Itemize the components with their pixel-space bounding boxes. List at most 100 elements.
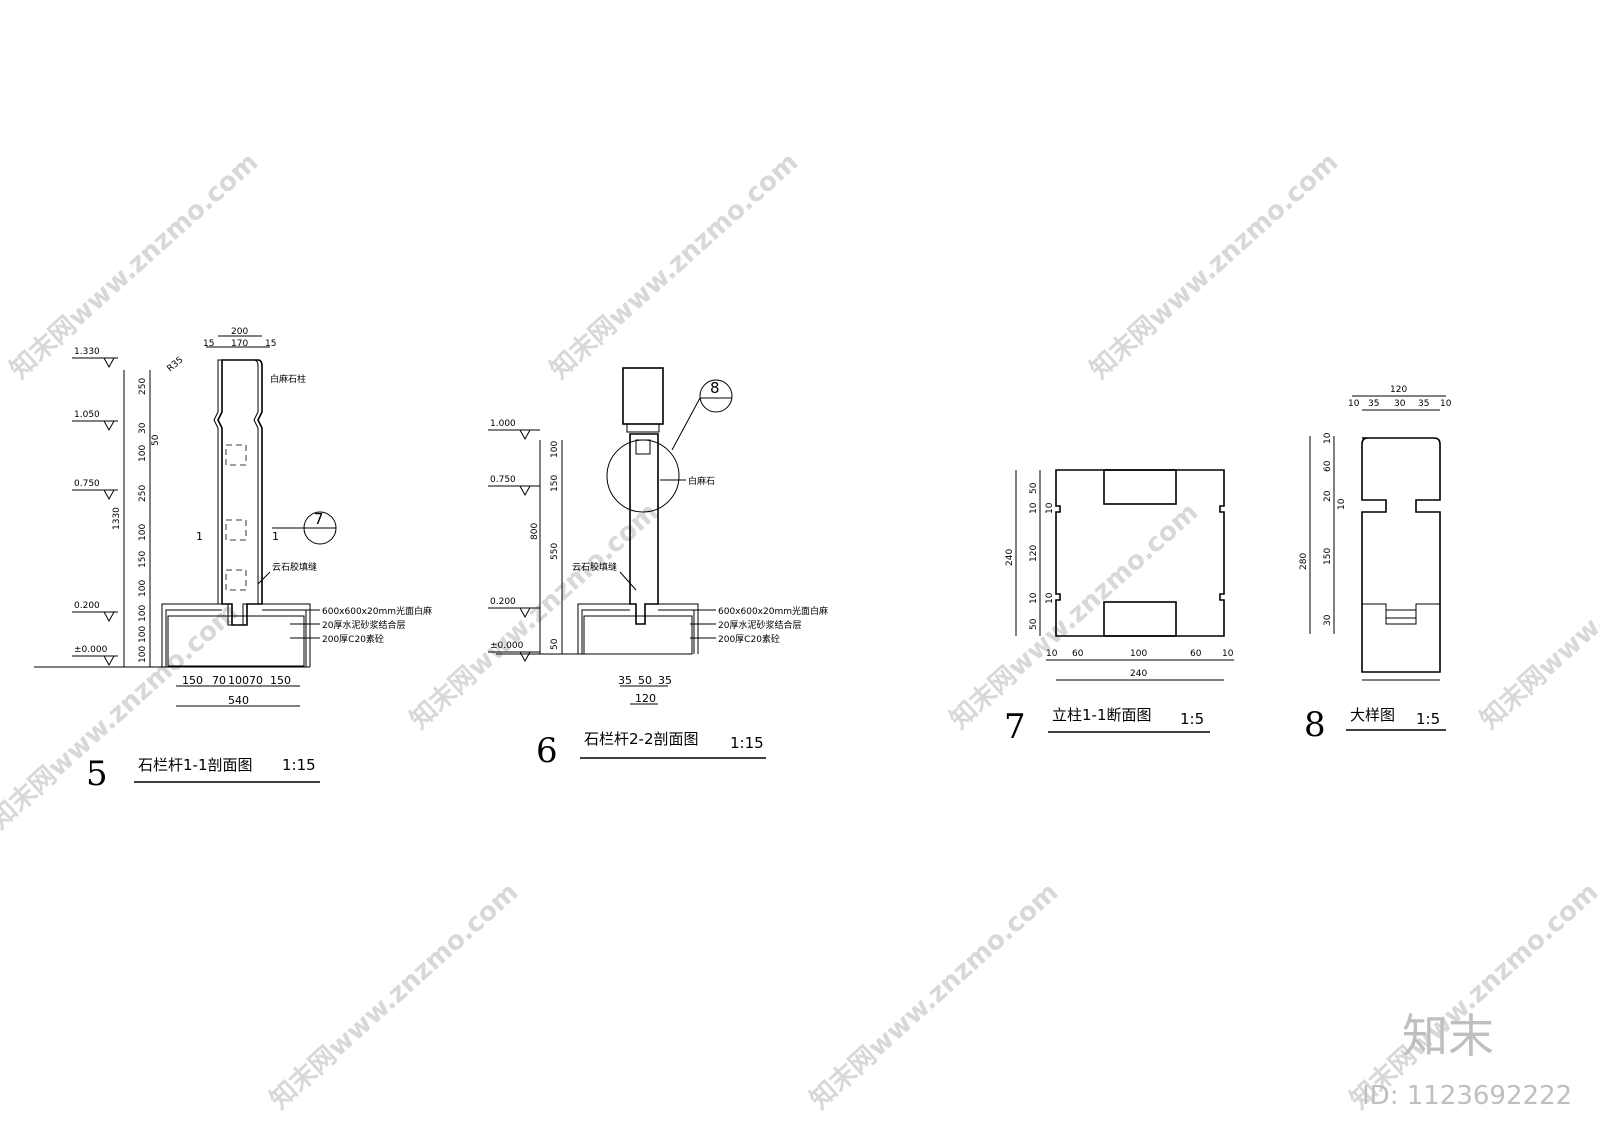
- dim-label: 100: [138, 580, 148, 597]
- dim-label: 100: [138, 445, 148, 462]
- dim-label: 10: [1046, 649, 1058, 659]
- carved-cap: [622, 367, 664, 425]
- dim-label: 50: [1029, 618, 1039, 630]
- dim-label: 10: [1045, 592, 1055, 604]
- watermark: 知末网www.znzmo.com: [545, 147, 805, 385]
- dim-label: 50: [151, 434, 161, 446]
- detail-5: 1.330 1.050 0.750 0.200 ±0.000 250 30 50…: [34, 327, 432, 794]
- section-mark: 1: [196, 530, 203, 543]
- concrete-base: [583, 615, 693, 655]
- level-markers: 1.330 1.050 0.750 0.200 ±0.000: [72, 347, 118, 667]
- dim-label: 150: [550, 475, 560, 492]
- top-dim: 35: [1368, 399, 1379, 409]
- detail-title: 石栏杆1-1剖面图: [138, 756, 253, 774]
- dim-label: 60: [1323, 460, 1333, 472]
- total-width: 240: [1130, 669, 1147, 679]
- level-label: 0.750: [490, 475, 516, 485]
- bottom-dim: 70: [249, 674, 263, 687]
- dim-label: 30: [1323, 614, 1333, 626]
- label-joint: 云石胶填缝: [572, 561, 617, 573]
- top-dim-overall: 200: [231, 327, 248, 337]
- bottom-dim: 70: [212, 674, 226, 687]
- vertical-dimensions: 250 30 50 100 250 100 150 100 100 100 10…: [112, 378, 161, 663]
- dim-label: 10: [1323, 432, 1333, 444]
- rail-socket: [225, 569, 247, 591]
- dim-label: 20: [1323, 490, 1333, 502]
- post-section: [1055, 469, 1225, 637]
- level-label: ±0.000: [490, 641, 524, 651]
- callout-circle: [699, 379, 733, 413]
- level-label: 1.000: [490, 419, 516, 429]
- label-joint: 云石胶填缝: [272, 561, 317, 573]
- rail-socket: [225, 519, 247, 541]
- label-paving: 600x600x20mm光面白麻: [718, 605, 828, 617]
- callout-number: 8: [710, 379, 720, 397]
- dim-label: 10: [1045, 502, 1055, 514]
- detail-scale: 1:15: [282, 756, 316, 774]
- detail-title: 大样图: [1350, 706, 1395, 724]
- dim-label: 250: [138, 378, 148, 395]
- dim-label: 550: [550, 543, 560, 560]
- detail-profile: [1361, 437, 1441, 673]
- top-dim: 10: [1440, 399, 1452, 409]
- detail-number: 8: [1304, 705, 1326, 745]
- total-height: 240: [1005, 549, 1015, 566]
- detail-number: 5: [86, 754, 108, 794]
- top-dim-inner: 170: [231, 339, 248, 349]
- section-mark: 1: [272, 530, 279, 543]
- brand-logo: 知末 ID: 1123692222: [1362, 1009, 1572, 1111]
- label-mortar: 20厚水泥砂浆结合层: [718, 619, 801, 631]
- dim-label: 150: [1323, 548, 1333, 565]
- detail-number: 6: [536, 731, 558, 771]
- dim-label: 100: [138, 646, 148, 663]
- dim-label: 10: [1222, 649, 1234, 659]
- top-dim: 30: [1394, 399, 1406, 409]
- bottom-dim: 100: [228, 674, 249, 687]
- notch: [1385, 609, 1417, 625]
- dim-label: 800: [530, 523, 540, 540]
- bottom-total: 120: [635, 692, 656, 705]
- label-mortar: 20厚水泥砂浆结合层: [322, 619, 405, 631]
- detail-6: 1.000 0.750 0.200 ±0.000 100 150 800 550…: [488, 367, 828, 771]
- top-dim-right: 15: [265, 339, 276, 349]
- detail-scale: 1:5: [1416, 710, 1440, 728]
- watermark-layer: 知末网www.znzmo.com 知末网www.znzmo.com 知末网www…: [0, 147, 1600, 1115]
- bottom-dim: 35: [618, 674, 632, 687]
- level-label: 1.050: [74, 410, 100, 420]
- top-total: 120: [1390, 385, 1407, 395]
- dim-label: 10: [1029, 502, 1039, 514]
- label-stone: 白麻石: [688, 475, 715, 487]
- label-post: 白麻石柱: [270, 373, 306, 385]
- dim-label: 30: [138, 422, 148, 434]
- dim-label: 60: [1072, 649, 1084, 659]
- dim-label: 50: [550, 638, 560, 650]
- watermark: 知末网www.znzmo.com: [265, 877, 525, 1115]
- dim-label: 250: [138, 485, 148, 502]
- dim-label: 100: [138, 626, 148, 643]
- concrete-base: [167, 615, 305, 667]
- top-dim-left: 15: [203, 339, 214, 349]
- watermark: 知末网www.znzmo.com: [1345, 877, 1600, 1115]
- top-groove: [1103, 469, 1177, 505]
- label-paving: 600x600x20mm光面白麻: [322, 605, 432, 617]
- watermark: 知末网www.znzmo.com: [1475, 497, 1600, 735]
- level-label: 0.750: [74, 479, 100, 489]
- callout-number: 7: [314, 510, 324, 528]
- level-markers: 1.000 0.750 0.200 ±0.000: [488, 419, 540, 663]
- total-height: 280: [1299, 553, 1309, 570]
- label-concrete: 200厚C20素砼: [718, 633, 780, 645]
- watermark: 知末网www.znzmo.com: [0, 597, 244, 835]
- brand-logo-text: 知末: [1402, 1009, 1494, 1063]
- dim-label: 100: [550, 441, 560, 458]
- corner-mark: R35: [166, 355, 186, 374]
- dim-label: 60: [1190, 649, 1202, 659]
- detail-title: 石栏杆2-2剖面图: [584, 730, 699, 748]
- dim-label: 10: [1337, 498, 1347, 510]
- dim-label: 100: [138, 605, 148, 622]
- bottom-dim: 35: [658, 674, 672, 687]
- watermark: 知末网www.znzmo.com: [5, 147, 265, 385]
- bottom-total: 540: [228, 694, 249, 707]
- dim-label: 100: [1130, 649, 1147, 659]
- detail-title: 立柱1-1断面图: [1052, 706, 1152, 724]
- level-label: ±0.000: [74, 645, 108, 655]
